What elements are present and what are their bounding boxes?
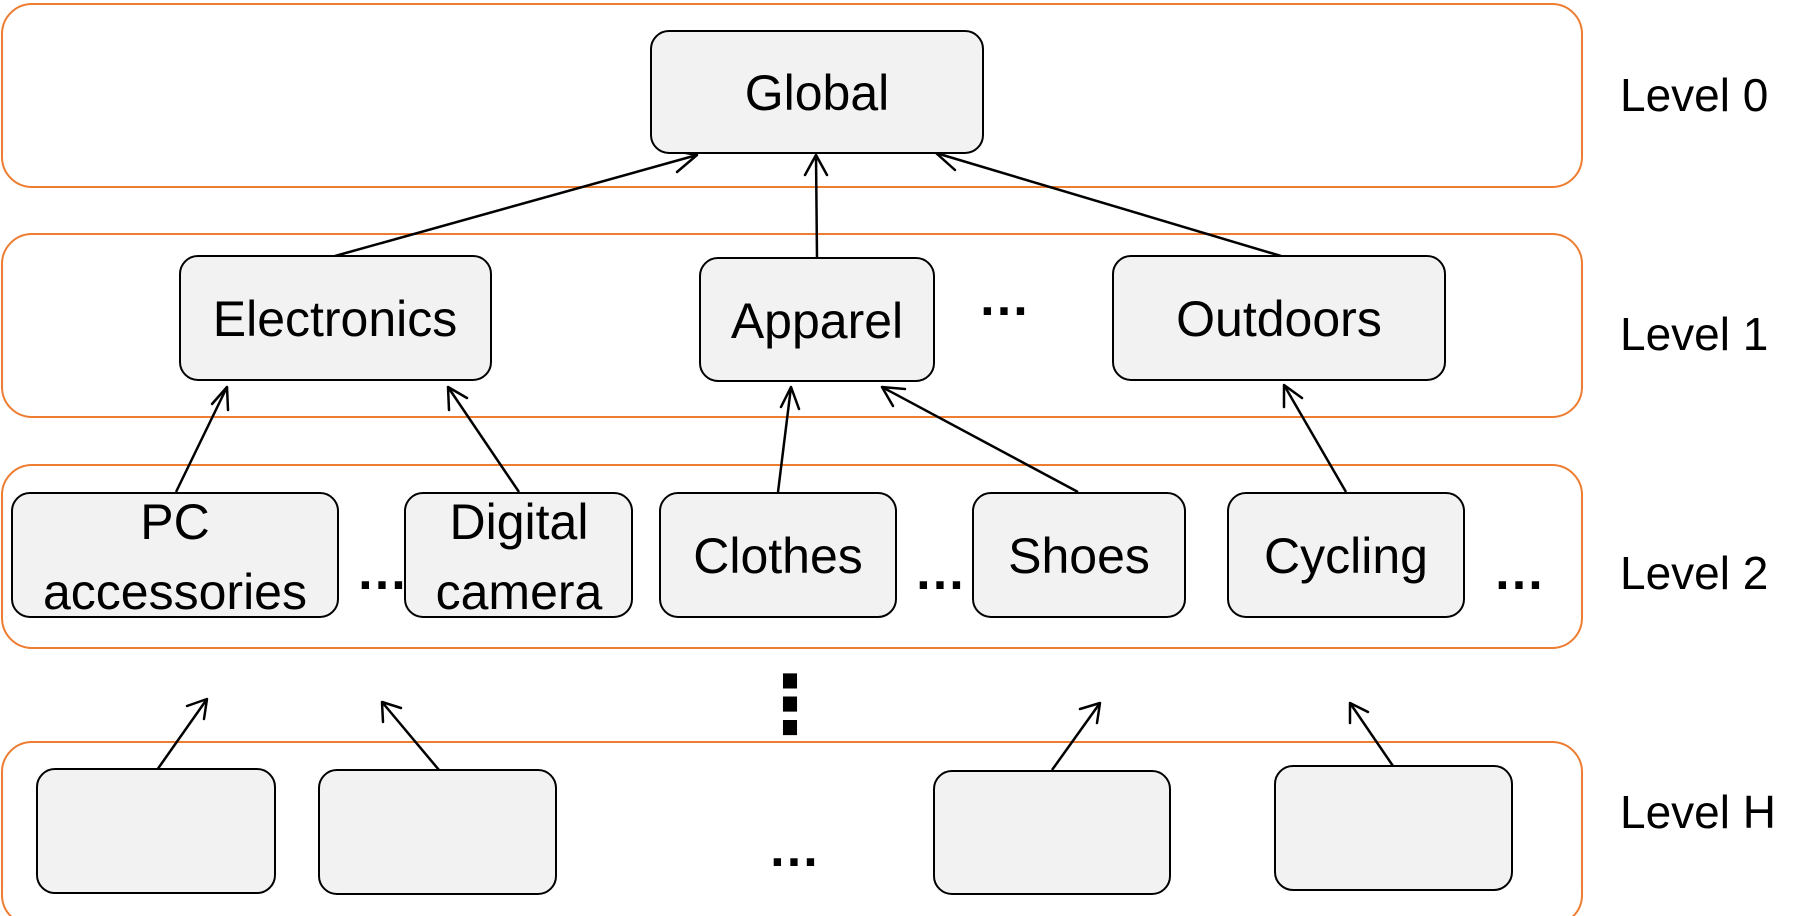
node-level-h-3 (933, 770, 1171, 895)
node-digital-camera-line1: Digital (450, 494, 589, 550)
level-label-2: Level 2 (1620, 547, 1768, 599)
node-clothes-label: Clothes (693, 528, 863, 584)
arrowhead-icon (880, 385, 907, 408)
arrowhead-icon (1348, 701, 1370, 725)
level-2-ellipsis-a: … (356, 543, 414, 601)
node-pc-accessories-line1: PC (140, 494, 209, 550)
arrowhead-icon (210, 385, 230, 412)
edge-clothes-apparel (776, 386, 793, 493)
node-clothes (659, 492, 897, 618)
level-label-1: Level 1 (1620, 308, 1768, 360)
node-digital-camera (404, 492, 633, 618)
level-2-ellipsis-b: … (914, 543, 972, 601)
level-h-band (1, 741, 1583, 916)
edge-h4-up (1348, 702, 1395, 767)
vertical-ellipsis: ⋮ (750, 660, 830, 749)
node-pc-accessories (11, 492, 339, 618)
node-global-label: Global (745, 65, 890, 121)
node-electronics (179, 255, 492, 381)
node-outdoors-label: Outdoors (1176, 291, 1382, 347)
node-level-h-1 (36, 768, 276, 894)
node-pc-accessories-line2: accessories (43, 564, 307, 620)
arrowhead-icon (1282, 383, 1304, 409)
node-cycling-label: Cycling (1264, 528, 1428, 584)
node-electronics-label: Electronics (213, 291, 458, 347)
level-2-ellipsis-c: … (1493, 543, 1551, 601)
edge-h1-up (155, 698, 209, 771)
node-global (650, 30, 984, 154)
node-level-h-2 (318, 769, 557, 895)
arrowhead-icon (1078, 701, 1102, 725)
level-1-band (1, 233, 1583, 418)
arrowhead-icon (446, 385, 469, 412)
edge-pc-electronics (174, 386, 229, 493)
edge-shoes-apparel (881, 385, 1079, 494)
level-label-h: Level H (1620, 786, 1776, 838)
level-0-band (1, 3, 1583, 188)
edge-cycling-outdoors (1282, 384, 1348, 493)
arrowhead-icon (380, 700, 403, 724)
node-digital-camera-line2: camera (436, 564, 603, 620)
level-h-ellipsis: … (768, 820, 826, 878)
edge-camera-electronics (446, 386, 521, 493)
node-apparel-label: Apparel (731, 293, 903, 349)
level-label-0: Level 0 (1620, 69, 1768, 121)
edge-h2-up (381, 701, 440, 771)
edge-electronics-global (334, 153, 698, 258)
arrowhead-icon (779, 385, 801, 411)
node-shoes (972, 492, 1186, 618)
level-2-band (1, 464, 1583, 649)
node-outdoors (1112, 255, 1446, 381)
edge-h3-up (1050, 702, 1102, 771)
edge-apparel-global (814, 154, 819, 259)
edge-outdoors-global (935, 151, 1282, 258)
arrowhead-icon (803, 153, 829, 177)
arrowhead-icon (185, 697, 209, 721)
node-apparel (699, 257, 935, 382)
node-level-h-4 (1274, 765, 1513, 891)
node-cycling (1227, 492, 1465, 618)
node-shoes-label: Shoes (1008, 528, 1150, 584)
level-1-ellipsis: … (978, 269, 1036, 327)
